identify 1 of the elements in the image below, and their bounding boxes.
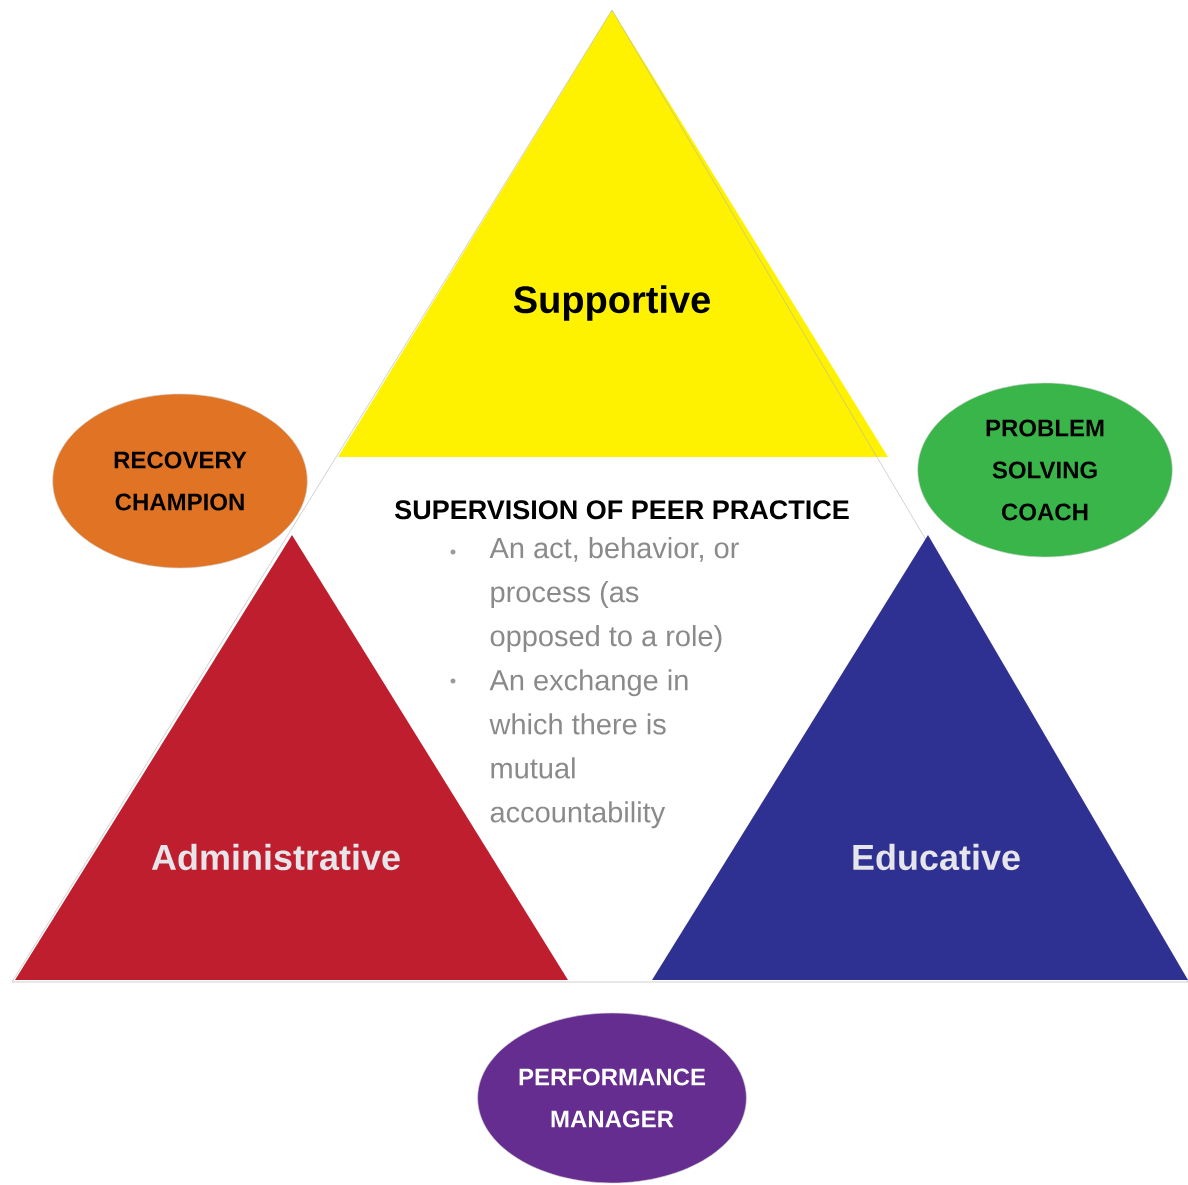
triangle: Supportive: [338, 10, 888, 457]
